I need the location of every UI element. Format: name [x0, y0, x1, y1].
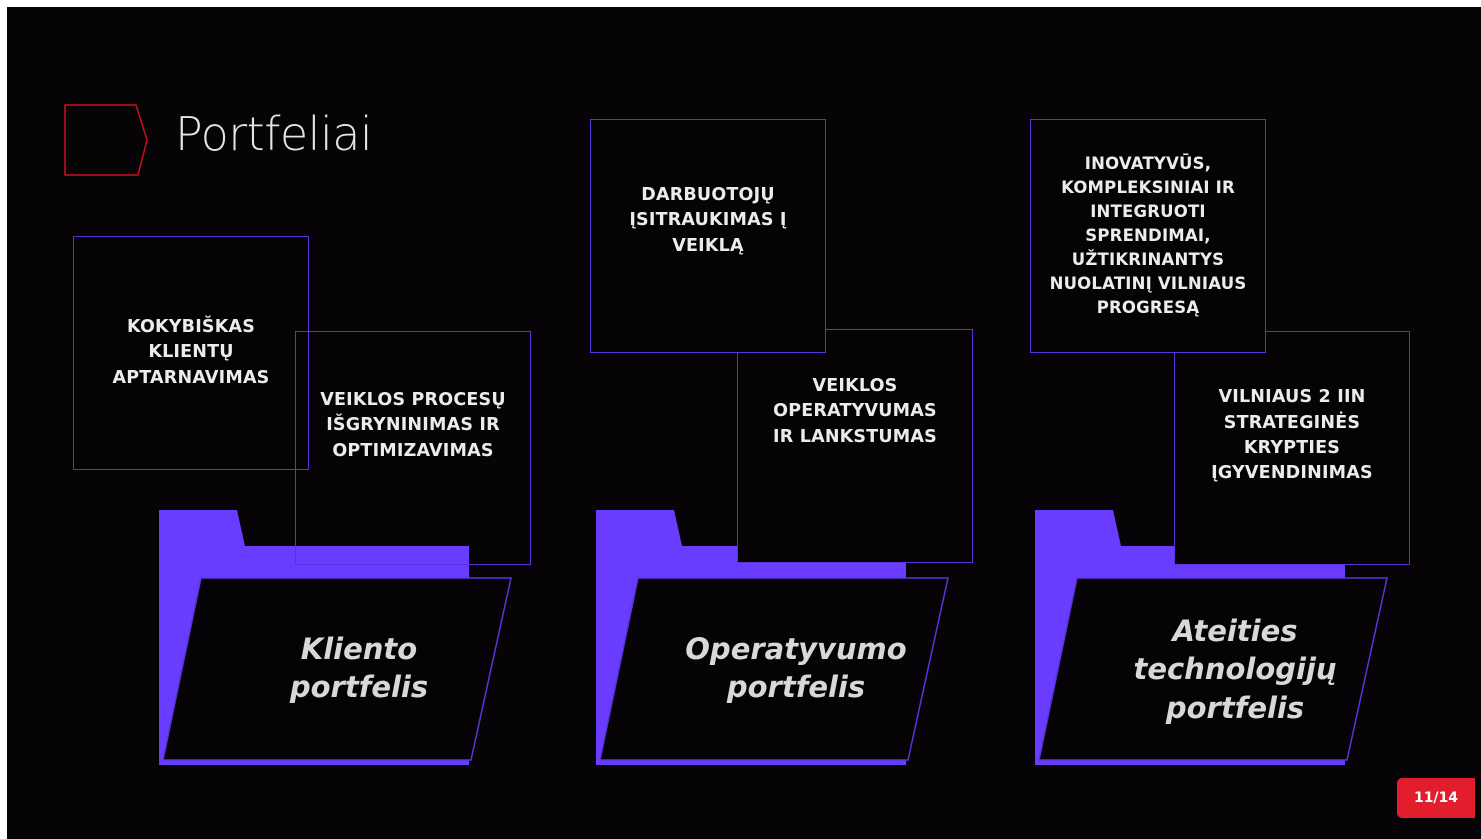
portfolio-label: Ateities technologijų portfelis [1133, 614, 1337, 725]
page-title: Portfeliai [175, 107, 373, 161]
goal-card[interactable]: KOKYBIŠKAS KLIENTŲ APTARNAVIMAS [73, 236, 309, 470]
goal-card[interactable]: VILNIAUS 2 IIN STRATEGINĖS KRYPTIES ĮGYV… [1174, 331, 1410, 565]
portfolio-label: Operatyvumo portfelis [685, 632, 907, 705]
portfolio-label: Kliento portfelis [289, 632, 429, 705]
goal-card[interactable]: VEIKLOS OPERATYVUMAS IR LANKSTUMAS [737, 329, 973, 563]
folder-icon [1035, 510, 1388, 765]
folder-operatyvumo[interactable]: Operatyvumo portfelis [596, 510, 956, 770]
folder-icon [596, 510, 949, 765]
slide: Portfeliai Kliento portfelis KOKYBIŠKAS … [7, 7, 1481, 839]
goal-card[interactable]: VEIKLOS PROCESŲ IŠGRYNINIMAS IR OPTIMIZA… [295, 331, 531, 565]
goal-card[interactable]: INOVATYVŪS, KOMPLEKSINIAI IR INTEGRUOTI … [1030, 119, 1266, 353]
title-accent-shape [64, 104, 148, 176]
goal-card[interactable]: DARBUOTOJŲ ĮSITRAUKIMAS Į VEIKLĄ [590, 119, 826, 353]
folder-icon [159, 510, 512, 765]
folder-ateities-technologiju[interactable]: Ateities technologijų portfelis [1035, 510, 1395, 770]
page-number-badge: 11/14 [1397, 778, 1475, 818]
folder-kliento[interactable]: Kliento portfelis [159, 510, 519, 770]
